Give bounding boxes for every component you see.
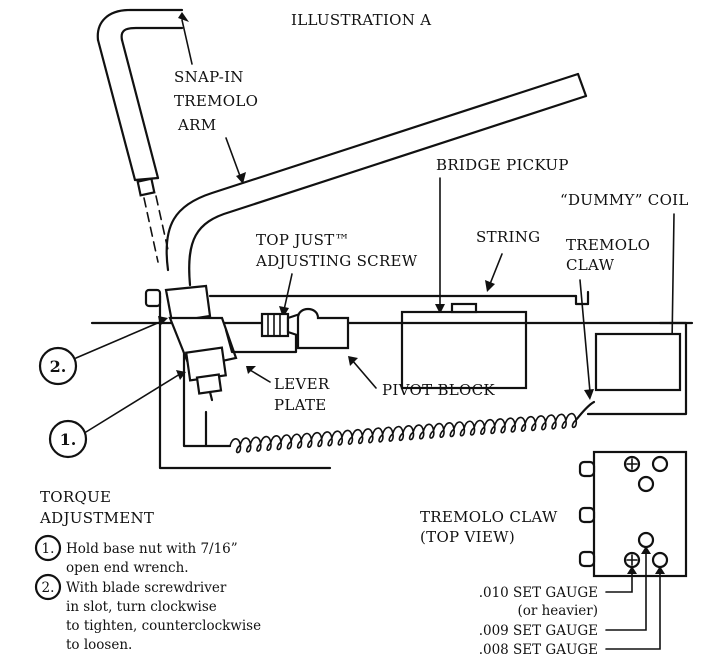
svg-text:to loosen.: to loosen. <box>66 637 132 653</box>
svg-text:1.: 1. <box>60 430 77 449</box>
marker-1: 1. <box>48 370 186 459</box>
claw-top-view-line2: (TOP VIEW) <box>420 528 515 546</box>
string-label: STRING <box>476 228 540 246</box>
svg-text:2.: 2. <box>42 580 55 596</box>
bridge-pickup-body <box>400 302 528 390</box>
torque-step-2: 2. With blade screwdriver in slot, turn … <box>34 573 261 653</box>
svg-text:to tighten, counterclockwise: to tighten, counterclockwise <box>66 618 261 634</box>
guitar-body-outline <box>158 290 688 470</box>
arm-label-line1: SNAP-IN <box>174 68 244 86</box>
dummy-coil-body <box>594 332 682 392</box>
dummy-coil-label: “DUMMY” COIL <box>560 191 689 209</box>
svg-text:2.: 2. <box>50 357 67 376</box>
bridge-pickup-label: BRIDGE PICKUP <box>436 156 569 174</box>
gauge-008: .008 SET GAUGE <box>479 642 598 658</box>
top-just-label-line2: ADJUSTING SCREW <box>255 252 418 270</box>
lever-plate-label-line2: PLATE <box>274 396 327 414</box>
svg-text:With blade screwdriver: With blade screwdriver <box>66 580 227 596</box>
svg-text:1.: 1. <box>42 541 55 557</box>
gauge-arrows <box>605 546 665 650</box>
tremolo-arm-drawing <box>96 8 588 287</box>
torque-heading-line2: ADJUSTMENT <box>39 509 154 527</box>
claw-top-view-drawing <box>578 450 688 578</box>
claw-top-view-line1: TREMOLO CLAW <box>420 508 558 526</box>
arm-label-line2: TREMOLO <box>174 92 258 110</box>
gauge-010-note: (or heavier) <box>517 603 598 619</box>
svg-text:open end wrench.: open end wrench. <box>66 560 189 576</box>
tremolo-claw-label-line2: CLAW <box>566 256 615 274</box>
top-just-label-line1: TOP JUST™ <box>256 231 350 249</box>
marker-2: 2. <box>38 316 168 386</box>
svg-text:in slot, turn clockwise: in slot, turn clockwise <box>66 599 217 615</box>
torque-heading-line1: TORQUE <box>40 488 111 506</box>
gauge-010: .010 SET GAUGE <box>479 585 598 601</box>
diagram-title: ILLUSTRATION A <box>291 11 431 29</box>
tremolo-claw-label-line1: TREMOLO <box>566 236 650 254</box>
svg-text:Hold base nut with 7/16”: Hold base nut with 7/16” <box>66 541 238 557</box>
tremolo-spring <box>204 400 596 454</box>
bridge-assembly <box>144 284 350 402</box>
pivot-block-label: PIVOT BLOCK <box>382 381 495 399</box>
lever-plate-label-line1: LEVER <box>274 375 330 393</box>
torque-step-1: 1. Hold base nut with 7/16” open end wre… <box>34 534 238 576</box>
arm-label-line3: ARM <box>177 116 216 134</box>
gauge-009: .009 SET GAUGE <box>479 623 598 639</box>
